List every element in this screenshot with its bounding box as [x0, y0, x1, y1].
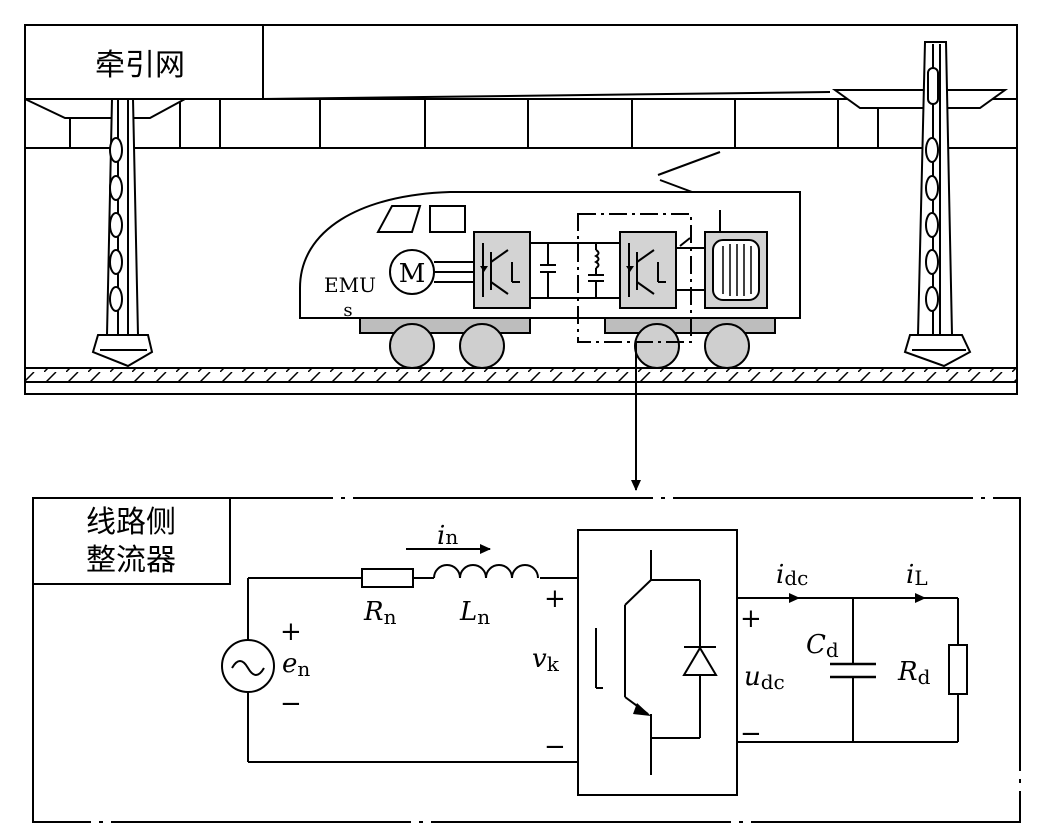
label-v-k: vk — [532, 644, 560, 676]
udc-minus: − — [740, 719, 762, 749]
wheel — [389, 323, 435, 369]
rectifier-highlight-box — [577, 213, 692, 343]
line-resistor — [361, 568, 414, 588]
traction-transformer — [704, 231, 768, 309]
label-e-n: en — [282, 649, 310, 681]
sine-wave-icon — [231, 660, 265, 676]
traction-network-panel: 牵引网 — [24, 24, 1018, 395]
wheel — [704, 323, 750, 369]
rectifier-box — [577, 529, 738, 796]
vk-minus: − — [544, 732, 566, 762]
label-i-L: iL — [906, 560, 928, 590]
top-title-box — [24, 24, 264, 100]
label-R-d: Rd — [897, 657, 931, 689]
line-inductor — [433, 564, 539, 579]
train-window-left — [376, 205, 422, 233]
traction-drive-wiring — [434, 210, 721, 299]
left-catenary-pole — [24, 98, 186, 368]
freewheel-diode-icon — [682, 646, 718, 676]
bottom-title-box — [32, 497, 231, 585]
line-side-converter-icon — [619, 231, 677, 309]
traction-inverter — [473, 231, 531, 309]
source-plus: + — [280, 617, 302, 647]
label-u-dc: udc — [744, 662, 785, 694]
rail-track — [24, 367, 1018, 383]
wheels — [389, 323, 750, 369]
label-L-n: Ln — [459, 597, 490, 629]
line-side-rectifier-panel: 线路侧 整流器 — [32, 497, 1021, 823]
train-label-sub: s — [343, 300, 352, 321]
train-label: EMU — [324, 273, 376, 297]
label-i-n: in — [437, 521, 458, 551]
bottom-title-line1: 线路侧 — [86, 505, 176, 540]
label-R-n: Rn — [363, 597, 397, 629]
motor-label: M — [399, 259, 426, 289]
label-i-dc: idc — [776, 560, 808, 590]
bogie-front — [359, 317, 531, 334]
udc-plus: + — [740, 604, 762, 634]
top-panel-title: 牵引网 — [95, 48, 185, 83]
catenary-wall — [25, 91, 1017, 149]
vk-plus: + — [544, 584, 566, 614]
right-catenary-pole — [831, 41, 1009, 368]
train-window-right — [429, 205, 466, 233]
label-C-d: Cd — [806, 630, 839, 662]
bottom-title-line2: 整流器 — [86, 543, 176, 578]
wheel — [459, 323, 505, 369]
load-resistor — [948, 644, 968, 695]
source-minus: − — [280, 689, 302, 719]
ac-source-icon — [221, 639, 275, 693]
emitter-arrow — [633, 703, 651, 716]
bottom-panel-frame — [32, 497, 1021, 823]
wheel — [634, 323, 680, 369]
